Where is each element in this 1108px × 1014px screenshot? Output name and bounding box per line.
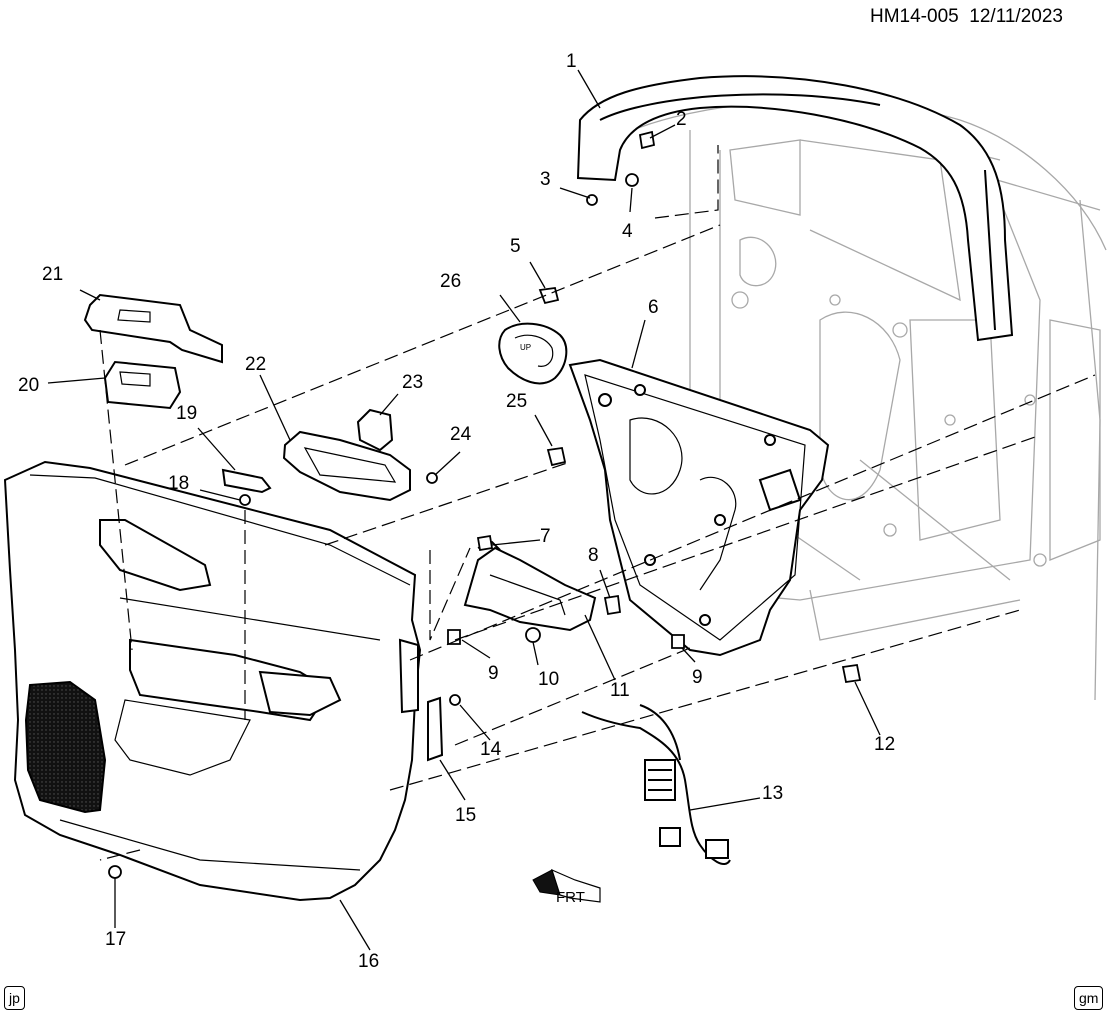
callout-16: 16 [358, 951, 380, 972]
inside-handle [356, 408, 394, 452]
callout-22: 22 [245, 354, 267, 375]
door-trim-panel [3, 460, 422, 902]
diagram-header: HM14-005 12/11/2023 [870, 6, 1063, 28]
assembly-lines [99, 145, 1096, 861]
leader-lines [47, 69, 881, 951]
inside-handle-housing [282, 430, 411, 502]
callout-18: 18 [168, 473, 190, 494]
front-direction-arrow: FRT [532, 868, 601, 906]
callout-20: 20 [18, 375, 40, 396]
diagram-code: HM14-005 [870, 6, 959, 27]
switch-up-text: UP [520, 343, 531, 352]
callout-4: 4 [622, 221, 633, 242]
callout-24: 24 [450, 424, 472, 445]
window-switch [103, 360, 182, 410]
callout-5: 5 [510, 236, 521, 257]
callout-25: 25 [506, 391, 528, 412]
callout-19: 19 [176, 403, 198, 424]
upper-weatherstrip [576, 75, 1014, 342]
callout-9b: 9 [692, 667, 703, 688]
screw-cap [221, 468, 272, 494]
gm-logo: gm [1074, 986, 1104, 1010]
front-arrow-text: FRT [556, 889, 585, 906]
door-module-panel [568, 358, 830, 657]
callout-8: 8 [588, 545, 599, 566]
callout-7: 7 [540, 526, 551, 547]
pull-cup-bracket [463, 540, 597, 632]
armrest-bezel [83, 293, 223, 364]
callout-2: 2 [676, 109, 687, 130]
callout-26: 26 [440, 271, 462, 292]
callout-17: 17 [105, 929, 127, 950]
callout-9a: 9 [488, 663, 499, 684]
jp-badge: jp [4, 986, 25, 1010]
callout-15: 15 [455, 805, 477, 826]
callout-14: 14 [480, 739, 502, 760]
callout-11: 11 [610, 680, 630, 701]
callout-6: 6 [648, 297, 659, 318]
switch-bezel: UP [498, 322, 568, 385]
callout-12: 12 [874, 734, 896, 755]
callout-10: 10 [538, 669, 560, 690]
door-wiring-harness [581, 704, 731, 865]
callout-1: 1 [566, 51, 577, 72]
callout-13: 13 [762, 783, 784, 804]
callout-23: 23 [402, 372, 424, 393]
diagram-date: 12/11/2023 [969, 6, 1063, 27]
callout-3: 3 [540, 169, 551, 190]
trim-pad [427, 696, 444, 762]
speaker-grille [24, 680, 107, 814]
callout-21: 21 [42, 264, 64, 285]
